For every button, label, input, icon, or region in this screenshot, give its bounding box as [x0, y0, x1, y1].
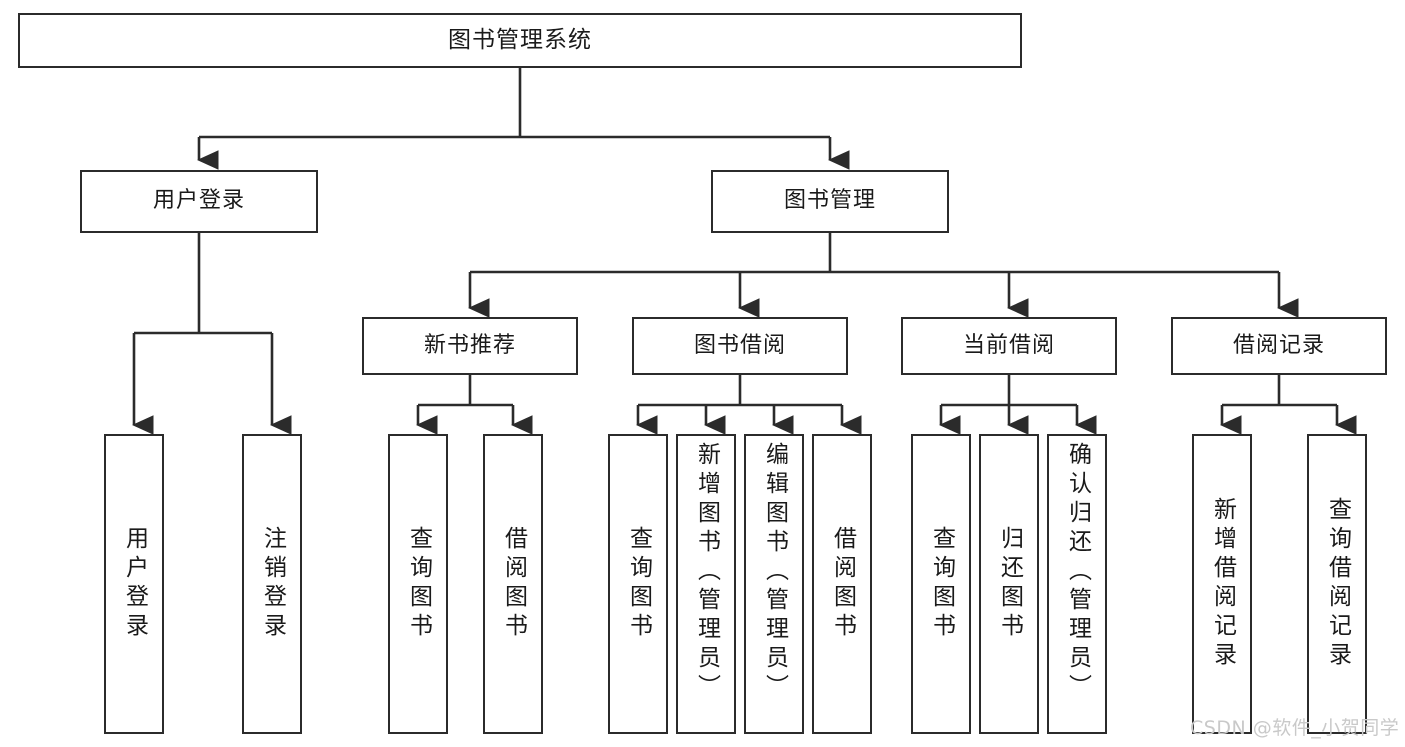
node-leaf-borrow-book-2-label: 借阅图书	[829, 526, 856, 642]
node-leaf-confirm-return[interactable]: 确认归还（管理员）	[1047, 434, 1107, 734]
node-current-borrow[interactable]: 当前借阅	[901, 317, 1117, 375]
node-book-borrow-label: 图书借阅	[693, 332, 786, 358]
node-leaf-query-book-3-label: 查询图书	[928, 526, 955, 642]
node-leaf-query-record[interactable]: 查询借阅记录	[1307, 434, 1367, 734]
node-leaf-query-book-1[interactable]: 查询图书	[388, 434, 448, 734]
node-root[interactable]: 图书管理系统	[18, 13, 1022, 68]
node-borrow-record-label: 借阅记录	[1232, 332, 1325, 358]
node-leaf-add-record-label: 新增借阅记录	[1209, 497, 1236, 671]
node-leaf-edit-book-label: 编辑图书（管理员）	[761, 442, 788, 703]
node-current-borrow-label: 当前借阅	[962, 332, 1055, 358]
node-leaf-query-book-2[interactable]: 查询图书	[608, 434, 668, 734]
node-new-book-recommend[interactable]: 新书推荐	[362, 317, 578, 375]
node-book-borrow[interactable]: 图书借阅	[632, 317, 848, 375]
node-leaf-logout-login[interactable]: 注销登录	[242, 434, 302, 734]
csdn-watermark: CSDN @软件_小贺同学	[1190, 717, 1400, 739]
node-leaf-add-record[interactable]: 新增借阅记录	[1192, 434, 1252, 734]
node-leaf-query-book-3[interactable]: 查询图书	[911, 434, 971, 734]
node-user-login[interactable]: 用户登录	[80, 170, 318, 233]
node-leaf-return-book-label: 归还图书	[996, 526, 1023, 642]
node-new-book-recommend-label: 新书推荐	[423, 332, 516, 358]
node-leaf-query-record-label: 查询借阅记录	[1324, 497, 1351, 671]
node-book-manage[interactable]: 图书管理	[711, 170, 949, 233]
node-leaf-user-login[interactable]: 用户登录	[104, 434, 164, 734]
node-leaf-user-login-label: 用户登录	[121, 526, 148, 642]
node-leaf-borrow-book-1-label: 借阅图书	[500, 526, 527, 642]
node-leaf-borrow-book-2[interactable]: 借阅图书	[812, 434, 872, 734]
node-leaf-query-book-2-label: 查询图书	[625, 526, 652, 642]
node-leaf-return-book[interactable]: 归还图书	[979, 434, 1039, 734]
node-leaf-add-book-label: 新增图书（管理员）	[693, 442, 720, 703]
node-user-login-label: 用户登录	[152, 188, 245, 214]
node-book-manage-label: 图书管理	[783, 188, 876, 214]
node-root-label: 图书管理系统	[448, 26, 592, 53]
node-leaf-confirm-return-label: 确认归还（管理员）	[1064, 442, 1091, 703]
node-borrow-record[interactable]: 借阅记录	[1171, 317, 1387, 375]
node-leaf-edit-book[interactable]: 编辑图书（管理员）	[744, 434, 804, 734]
node-leaf-query-book-1-label: 查询图书	[405, 526, 432, 642]
node-leaf-borrow-book-1[interactable]: 借阅图书	[483, 434, 543, 734]
node-leaf-logout-login-label: 注销登录	[259, 526, 286, 642]
node-leaf-add-book[interactable]: 新增图书（管理员）	[676, 434, 736, 734]
